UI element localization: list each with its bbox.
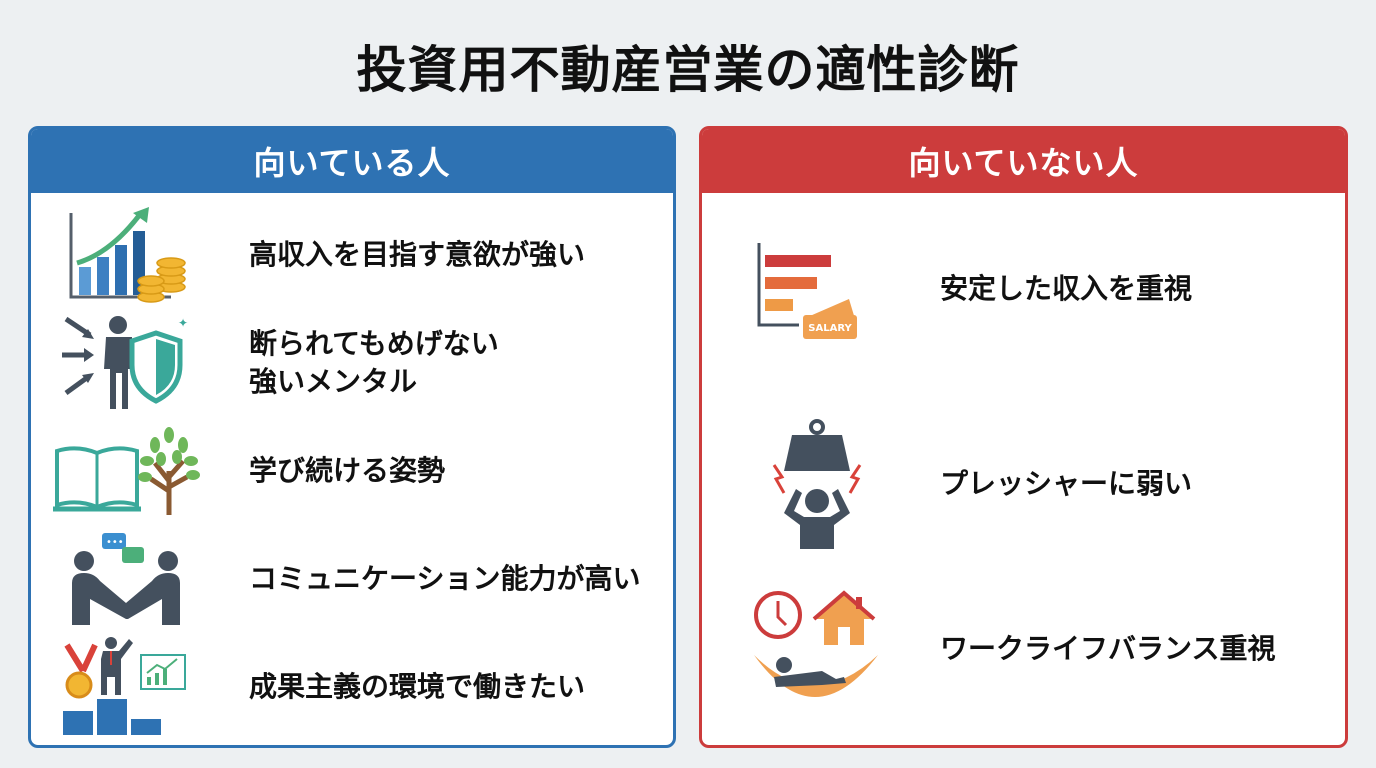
suited-item: ✦ 断られてもめげない 強いメンタル	[51, 313, 499, 413]
salary-bars-icon: SALARY	[742, 239, 892, 339]
suited-item-label: 学び続ける姿勢	[249, 454, 446, 487]
suited-panel: 向いている人 高収入を目指す意欲が強い	[28, 126, 676, 748]
clock-house-hammock-icon	[742, 589, 892, 709]
unsuited-item-label: 安定した収入を重視	[940, 272, 1193, 305]
suited-item: 高収入を目指す意欲が強い	[51, 205, 585, 305]
svg-text:✦: ✦	[178, 316, 188, 330]
suited-item: 成果主義の環境で働きたい	[51, 637, 585, 737]
unsuited-item: プレッシャーに弱い	[742, 419, 1192, 549]
unsuited-item-label: プレッシャーに弱い	[940, 467, 1193, 500]
unsuited-panel: 向いていない人 SALARY 安定した収入を重視	[699, 126, 1348, 748]
suited-item: 学び続ける姿勢	[51, 421, 445, 521]
svg-text:•••: •••	[106, 537, 124, 548]
growth-chart-coins-icon	[51, 205, 201, 305]
handshake-chat-icon: •••	[51, 529, 201, 629]
suited-header: 向いている人	[31, 129, 673, 193]
podium-medal-icon	[51, 637, 201, 737]
unsuited-item: ワークライフバランス重視	[742, 589, 1275, 709]
unsuited-header: 向いていない人	[702, 129, 1345, 193]
unsuited-item: SALARY 安定した収入を重視	[742, 239, 1192, 339]
suited-item-label: 断られてもめげない 強いメンタル	[249, 327, 499, 398]
suited-item-label: コミュニケーション能力が高い	[249, 562, 641, 595]
salary-icon-text: SALARY	[808, 323, 852, 334]
person-shield-icon: ✦	[51, 313, 201, 413]
book-tree-icon	[51, 421, 201, 521]
weight-stress-icon	[742, 419, 892, 549]
unsuited-item-label: ワークライフバランス重視	[940, 632, 1276, 665]
suited-item-label: 高収入を目指す意欲が強い	[249, 238, 586, 271]
suited-item: ••• コミュニケーション能力が高い	[51, 529, 640, 629]
page-title: 投資用不動産営業の適性診断	[356, 41, 1020, 99]
suited-item-label: 成果主義の環境で働きたい	[249, 670, 586, 703]
